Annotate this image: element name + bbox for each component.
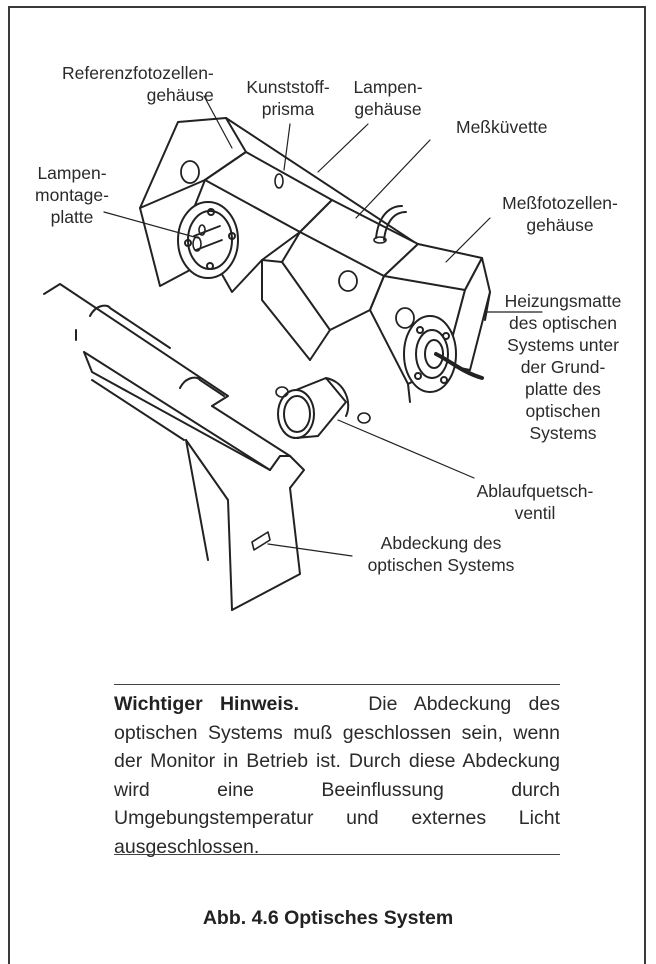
- label-measuring-cuvette: Meßküvette: [456, 117, 548, 137]
- label-optical-system-cover: Abdeckung des optischen Systems: [367, 533, 515, 575]
- figure-caption: Abb. 4.6 Optisches System: [202, 907, 454, 929]
- optical-system-cover: [43, 283, 305, 611]
- drain-pinch-valve: [275, 377, 371, 439]
- note-heading: Wichtiger Hinweis.: [114, 693, 300, 715]
- label-heating-mat: Heizungsmatte des optischen Systems unte…: [504, 291, 622, 443]
- label-drain-pinch-valve: Ablaufquetsch- ventil: [476, 481, 594, 523]
- label-lamp-housing: Lampen- gehäuse: [353, 77, 423, 119]
- important-note: Wichtiger Hinweis. Die Abdeckung des opt…: [114, 690, 560, 861]
- measuring-photocell-housing: [369, 243, 491, 403]
- label-reference-photocell-housing: Referenzfotozellen- gehäuse: [62, 63, 214, 105]
- leader-lines: [103, 95, 543, 557]
- note-rule-top: [114, 684, 560, 685]
- figure-frame: [8, 6, 646, 964]
- label-plastic-prism: Kunststoff- prisma: [246, 77, 330, 119]
- note-rule-bottom: [114, 854, 560, 855]
- lamp-mounting-plate: [177, 201, 239, 279]
- label-measuring-photocell-housing: Meßfotozellen- gehäuse: [502, 193, 618, 235]
- note-text: Die Abdeckung des optischen Systems muß …: [114, 693, 560, 858]
- label-lamp-mounting-plate: Lampen- montage- platte: [35, 163, 109, 227]
